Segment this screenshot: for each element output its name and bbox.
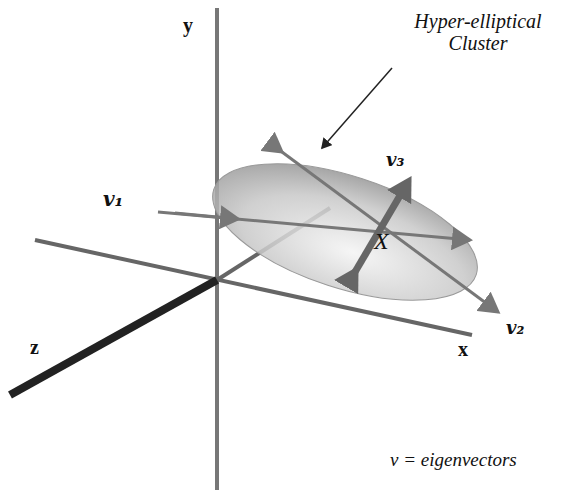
axis-label: z [30,336,39,358]
vector-label: v₁ [103,188,123,210]
axis-label: y [183,14,193,36]
hyper-ellipse [196,136,493,328]
z-axis [10,280,217,395]
y-axis [215,8,219,490]
callout-label: Hyper-elliptical Cluster [403,10,553,54]
eigenvector-v3 [355,182,408,272]
leader-line [322,68,392,148]
vector-label: v₃ [386,150,404,170]
eigenvector-v1-head [175,213,238,219]
note-label: v = eigenvectors [390,450,517,471]
axis-label: x [458,338,468,360]
eigenvector-v1 [158,212,470,240]
vector-label: v₂ [506,318,524,338]
eigenvector-v2 [282,152,498,312]
point-label: X [374,228,389,254]
